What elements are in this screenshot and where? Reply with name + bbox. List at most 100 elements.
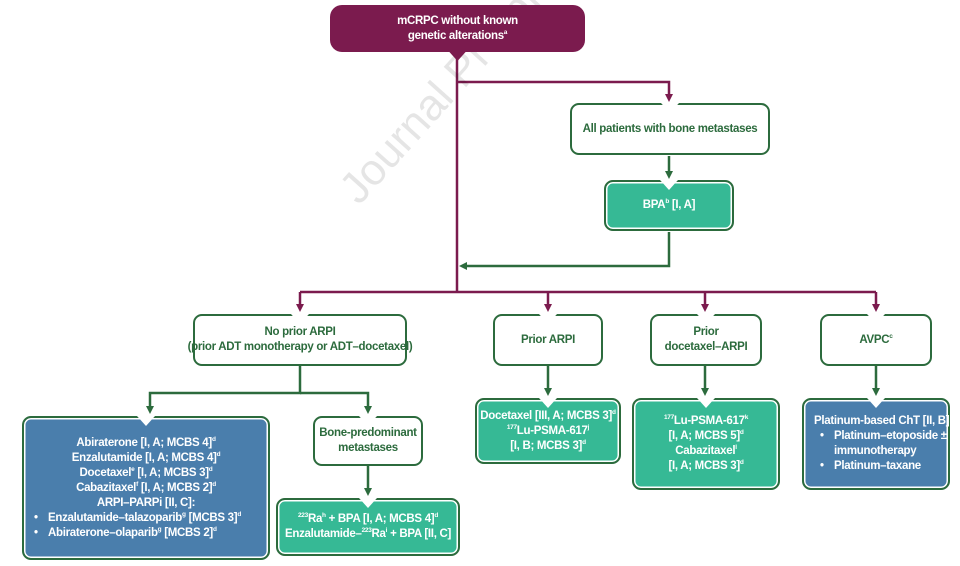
list-item: Enzalutamide–talazoparibg [MCBS 3]d [28,511,241,526]
footnote-f: f [136,480,138,488]
prior-arpi-label: Prior ARPI [520,333,576,346]
treatment-lu-psma: Lu-PSMA-617 [516,424,588,437]
prior-arpi-node: Prior ARPI [493,314,603,366]
bpa-label: BPA [642,199,666,211]
bpa-evidence: [I, A] [668,199,696,211]
prior-arpi-treatments: Docetaxel [III, A; MCBS 3]d 177Lu-PSMA-6… [475,398,621,464]
root-line1: mCRPC without known [397,14,518,27]
avpc-node: AVPCc [820,314,932,366]
lu-psma-evidence: [I, A; MCBS 5] [668,430,740,442]
notch [661,103,679,113]
enzalutamide-label: Enzalutamide– [284,528,362,540]
treatment-cabazitaxel: Cabazitaxel [76,481,137,494]
cabazitaxel-evidence: [I, A; MCBS 3] [668,460,740,472]
footnote-k: k [744,414,749,421]
footnote-d: d [237,510,241,518]
no-prior-arpi-title: No prior ARPI [264,326,336,338]
prior-doc-arpi-treatments: 177Lu-PSMA-617k [I, A; MCBS 5] d Cabazita… [632,398,780,490]
bullet-text-cont: immunotherapy [834,445,917,457]
prior-doc-line1: Prior [693,326,719,338]
treatment-cabazitaxel: Cabazitaxel [675,445,736,457]
treatment-docetaxel: Docetaxel [III, A; MCBS 3] [480,409,613,422]
notch [137,416,155,426]
bullet-text: Enzalutamide–talazoparib [48,511,183,524]
footnote-g: g [157,525,162,533]
avpc-heading: Platinum-based ChT [II, B]: [814,415,953,427]
no-prior-arpi-node: No prior ARPI (prior ADT monotherapy or … [188,314,413,366]
footnote-g: g [182,510,186,518]
isotope-mass: 223 [297,512,308,519]
treatment-enzalutamide: Enzalutamide [I, A; MCBS 4] [71,451,217,464]
isotope-mass: 177 [663,414,674,421]
treatment-abiraterone: Abiraterone [I, A; MCBS 4] [76,436,212,449]
footnote-c: c [889,332,893,340]
bullet-text: Platinum–etoposide ± [834,430,947,442]
notch [697,398,715,408]
footnote-e: e [131,465,135,473]
footnote-b: b [665,198,669,205]
treatment-lu-psma: Lu-PSMA-617 [673,415,745,427]
bone-connector [457,80,673,102]
no-prior-split-right [300,391,372,414]
root-pointer [448,51,467,61]
footnote-j: j [587,423,590,431]
bullet-evidence: [MCBS 2] [161,526,213,539]
avpc-treatments: Platinum-based ChT [II, B]: Platinum–eto… [802,398,953,490]
bone-predominant-node: Bone-predominant metastases [313,416,423,466]
radium-treatments: 223Rah + BPA [I, A; MCBS 4]d Enzalutamid… [276,498,460,556]
isotope-mass: 177 [506,423,517,431]
notch [291,314,309,324]
docetaxel-evidence: [I, A; MCBS 3] [134,466,209,479]
footnote-d: d [739,459,744,466]
isotope-mass: 223 [361,527,372,534]
notch [660,180,678,190]
combo-evidence: + BPA [II, C] [387,528,452,540]
bone-predominant-line2: metastases [338,442,398,454]
radium-evidence: + BPA [I, A; MCBS 4] [325,513,435,525]
treatment-docetaxel: Docetaxel [79,466,132,479]
arpi-parpi-list: Enzalutamide–talazoparibg [MCBS 3]d Abir… [28,511,241,541]
treatment-arpi-parpi: ARPI–PARPi [II, C]: [96,496,196,509]
root-line2: genetic alterations [407,29,504,42]
no-prior-arpi-subtitle: (prior ADT monotherapy or ADT–docetaxel) [187,341,413,353]
notch [359,416,377,426]
no-prior-arpi-treatments: Abiraterone [I, A; MCBS 4]d Enzalutamide… [22,416,270,560]
notch [359,498,377,508]
no-prior-split [146,366,302,414]
radium-label: Ra [371,528,386,540]
notch [867,398,885,408]
bullet-evidence: [MCBS 3] [185,511,238,524]
footnote-d: d [212,525,217,533]
bone-predominant-line1: Bone-predominant [319,427,417,439]
footnote-d: d [211,435,216,443]
list-item: Platinum–taxane [814,459,947,474]
notch [539,314,557,324]
cabazitaxel-evidence: [I, A; MCBS 2] [137,481,213,494]
footnote-d: d [212,480,216,488]
footnote-d: d [612,408,616,416]
bone-metastases-label: All patients with bone metastases [582,122,758,135]
avpc-list: Platinum–etoposide ± immunotherapy Platin… [814,429,947,474]
avpc-label: AVPC [859,333,890,346]
footnote-d: d [216,450,221,458]
notch [867,314,885,324]
lu-psma-evidence: [I, B; MCBS 3] [510,439,583,452]
bpa-return-connector [459,232,671,270]
footnote-i: i [385,527,388,534]
prior-doc-line2: docetaxel–ARPI [664,341,748,353]
root-node: mCRPC without known genetic alterationsa [330,5,585,61]
bone-metastases-node: All patients with bone metastases [570,103,770,155]
notch [539,398,557,408]
footnote-l: l [735,444,737,451]
bullet-text: Platinum–taxane [834,460,921,472]
list-item: Platinum–etoposide ± immunotherapy [814,429,947,459]
footnote-d: d [582,438,586,446]
footnote-a: a [503,28,508,36]
footnote-d: d [434,512,438,519]
list-item: Abiraterone–olaparibg [MCBS 2]d [28,526,241,541]
footnote-h: h [322,512,326,519]
radium-label: Ra [307,513,323,525]
bpa-node: BPAb [I, A] [604,180,734,231]
footnote-d: d [208,465,213,473]
